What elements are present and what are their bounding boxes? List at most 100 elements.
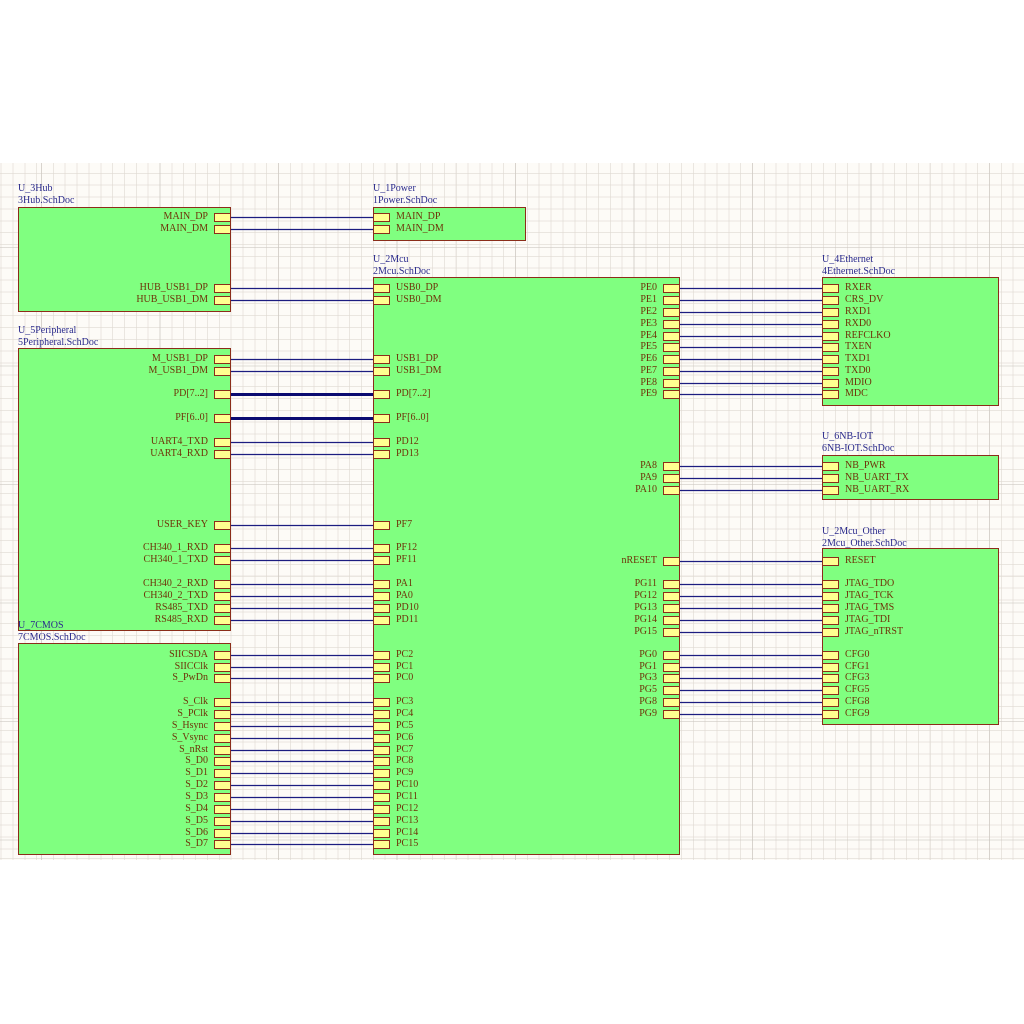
sheet-entry-mcu-other-cfg8[interactable]: CFG8 (822, 697, 869, 707)
sheet-entry-mcu-pc10[interactable]: PC10 (373, 780, 418, 790)
sheet-entry-peripheral-ch340-1-rxd[interactable]: CH340_1_RXD (143, 543, 231, 553)
sheet-entry-mcu-other-jtag-tdi[interactable]: JTAG_TDI (822, 615, 890, 625)
sheet-entry-cmos-s-nrst[interactable]: S_nRst (179, 745, 231, 755)
sheet-entry-mcu-pc12[interactable]: PC12 (373, 804, 418, 814)
sheet-entry-mcu-other-cfg9[interactable]: CFG9 (822, 709, 869, 719)
sheet-entry-mcu-pe5[interactable]: PE5 (640, 342, 680, 352)
sheet-entry-mcu-pe4[interactable]: PE4 (640, 331, 680, 341)
sheet-entry-mcu-pf-6-0[interactable]: PF[6..0] (373, 413, 429, 423)
sheet-entry-mcu-pc5[interactable]: PC5 (373, 721, 413, 731)
sheet-symbol-power[interactable] (373, 207, 526, 241)
sheet-entry-mcu-pg0[interactable]: PG0 (639, 650, 680, 660)
sheet-entry-mcu-other-jtag-ntrst[interactable]: JTAG_nTRST (822, 627, 903, 637)
sheet-entry-peripheral-m-usb1-dp[interactable]: M_USB1_DP (152, 354, 231, 364)
sheet-entry-mcu-pe7[interactable]: PE7 (640, 366, 680, 376)
sheet-entry-mcu-pg12[interactable]: PG12 (634, 591, 680, 601)
sheet-entry-mcu-pc3[interactable]: PC3 (373, 697, 413, 707)
sheet-entry-mcu-pc1[interactable]: PC1 (373, 662, 413, 672)
sheet-entry-mcu-usb1-dp[interactable]: USB1_DP (373, 354, 438, 364)
sheet-entry-mcu-other-cfg1[interactable]: CFG1 (822, 662, 869, 672)
sheet-entry-hub-main-dm[interactable]: MAIN_DM (160, 224, 231, 234)
sheet-entry-ethernet-rxd0[interactable]: RXD0 (822, 319, 871, 329)
sheet-entry-cmos-s-d3[interactable]: S_D3 (185, 792, 231, 802)
sheet-entry-mcu-nreset[interactable]: nRESET (621, 556, 680, 566)
sheet-entry-mcu-pc9[interactable]: PC9 (373, 768, 413, 778)
sheet-entry-mcu-pd10[interactable]: PD10 (373, 603, 419, 613)
sheet-entry-mcu-pc0[interactable]: PC0 (373, 673, 413, 683)
sheet-symbol-ethernet[interactable] (822, 277, 999, 406)
sheet-entry-mcu-pc11[interactable]: PC11 (373, 792, 418, 802)
sheet-entry-mcu-pg1[interactable]: PG1 (639, 662, 680, 672)
sheet-entry-cmos-s-pclk[interactable]: S_PClk (177, 709, 231, 719)
sheet-entry-mcu-pg5[interactable]: PG5 (639, 685, 680, 695)
sheet-entry-ethernet-rxer[interactable]: RXER (822, 283, 872, 293)
sheet-entry-mcu-pc13[interactable]: PC13 (373, 816, 418, 826)
sheet-entry-mcu-pc4[interactable]: PC4 (373, 709, 413, 719)
sheet-entry-mcu-pc15[interactable]: PC15 (373, 839, 418, 849)
sheet-entry-mcu-pg14[interactable]: PG14 (634, 615, 680, 625)
sheet-entry-mcu-other-jtag-tms[interactable]: JTAG_TMS (822, 603, 894, 613)
sheet-entry-mcu-usb0-dp[interactable]: USB0_DP (373, 283, 438, 293)
sheet-entry-power-main-dm[interactable]: MAIN_DM (373, 224, 444, 234)
sheet-entry-peripheral-rs485-rxd[interactable]: RS485_RXD (155, 615, 231, 625)
sheet-symbol-mcu-other[interactable] (822, 548, 999, 725)
sheet-entry-nbiot-nb-uart-tx[interactable]: NB_UART_TX (822, 473, 909, 483)
sheet-entry-peripheral-pd-7-2[interactable]: PD[7..2] (174, 389, 231, 399)
sheet-entry-mcu-pd13[interactable]: PD13 (373, 449, 419, 459)
sheet-entry-mcu-other-cfg0[interactable]: CFG0 (822, 650, 869, 660)
sheet-entry-cmos-s-d5[interactable]: S_D5 (185, 816, 231, 826)
sheet-entry-peripheral-pf-6-0[interactable]: PF[6..0] (175, 413, 231, 423)
sheet-entry-mcu-pd-7-2[interactable]: PD[7..2] (373, 389, 430, 399)
sheet-entry-cmos-siicclk[interactable]: SIICClk (175, 662, 231, 672)
sheet-entry-hub-hub-usb1-dp[interactable]: HUB_USB1_DP (140, 283, 231, 293)
sheet-entry-mcu-other-jtag-tdo[interactable]: JTAG_TDO (822, 579, 894, 589)
sheet-entry-mcu-other-reset[interactable]: RESET (822, 556, 876, 566)
sheet-entry-peripheral-ch340-2-txd[interactable]: CH340_2_TXD (144, 591, 231, 601)
sheet-symbol-cmos[interactable] (18, 643, 231, 855)
sheet-entry-mcu-other-cfg3[interactable]: CFG3 (822, 673, 869, 683)
sheet-entry-mcu-pd11[interactable]: PD11 (373, 615, 418, 625)
sheet-entry-ethernet-txd0[interactable]: TXD0 (822, 366, 871, 376)
sheet-entry-power-main-dp[interactable]: MAIN_DP (373, 212, 440, 222)
sheet-entry-mcu-pf7[interactable]: PF7 (373, 520, 412, 530)
sheet-symbol-nbiot[interactable] (822, 455, 999, 500)
sheet-entry-nbiot-nb-pwr[interactable]: NB_PWR (822, 461, 886, 471)
sheet-entry-peripheral-user-key[interactable]: USER_KEY (157, 520, 231, 530)
sheet-entry-mcu-pg13[interactable]: PG13 (634, 603, 680, 613)
sheet-entry-mcu-pa8[interactable]: PA8 (640, 461, 680, 471)
sheet-entry-mcu-pa9[interactable]: PA9 (640, 473, 680, 483)
sheet-entry-cmos-s-clk[interactable]: S_Clk (183, 697, 231, 707)
sheet-entry-ethernet-rxd1[interactable]: RXD1 (822, 307, 871, 317)
sheet-entry-ethernet-refclko[interactable]: REFCLKO (822, 331, 891, 341)
sheet-entry-mcu-pe1[interactable]: PE1 (640, 295, 680, 305)
sheet-entry-ethernet-crs-dv[interactable]: CRS_DV (822, 295, 883, 305)
sheet-entry-peripheral-rs485-txd[interactable]: RS485_TXD (155, 603, 231, 613)
sheet-entry-ethernet-txen[interactable]: TXEN (822, 342, 872, 352)
sheet-entry-mcu-pc14[interactable]: PC14 (373, 828, 418, 838)
sheet-entry-cmos-s-hsync[interactable]: S_Hsync (172, 721, 231, 731)
sheet-entry-cmos-s-d6[interactable]: S_D6 (185, 828, 231, 838)
sheet-entry-cmos-s-d7[interactable]: S_D7 (185, 839, 231, 849)
sheet-entry-mcu-pa1[interactable]: PA1 (373, 579, 413, 589)
sheet-entry-mcu-pf12[interactable]: PF12 (373, 543, 417, 553)
sheet-entry-cmos-s-vsync[interactable]: S_Vsync (172, 733, 231, 743)
sheet-symbol-mcu[interactable] (373, 277, 680, 855)
sheet-entry-mcu-pe3[interactable]: PE3 (640, 319, 680, 329)
sheet-entry-mcu-usb1-dm[interactable]: USB1_DM (373, 366, 442, 376)
sheet-entry-mcu-pe8[interactable]: PE8 (640, 378, 680, 388)
sheet-entry-ethernet-mdc[interactable]: MDC (822, 389, 868, 399)
sheet-entry-peripheral-m-usb1-dm[interactable]: M_USB1_DM (149, 366, 231, 376)
sheet-symbol-peripheral[interactable] (18, 348, 231, 631)
sheet-entry-mcu-pc7[interactable]: PC7 (373, 745, 413, 755)
sheet-entry-cmos-s-d2[interactable]: S_D2 (185, 780, 231, 790)
sheet-entry-peripheral-uart4-rxd[interactable]: UART4_RXD (150, 449, 231, 459)
sheet-entry-ethernet-mdio[interactable]: MDIO (822, 378, 872, 388)
sheet-entry-ethernet-txd1[interactable]: TXD1 (822, 354, 871, 364)
sheet-entry-peripheral-uart4-txd[interactable]: UART4_TXD (151, 437, 231, 447)
sheet-entry-cmos-s-pwdn[interactable]: S_PwDn (172, 673, 231, 683)
sheet-entry-mcu-other-jtag-tck[interactable]: JTAG_TCK (822, 591, 894, 601)
sheet-entry-mcu-pg11[interactable]: PG11 (635, 579, 680, 589)
sheet-entry-mcu-pd12[interactable]: PD12 (373, 437, 419, 447)
sheet-entry-mcu-pc2[interactable]: PC2 (373, 650, 413, 660)
sheet-entry-mcu-pa0[interactable]: PA0 (373, 591, 413, 601)
